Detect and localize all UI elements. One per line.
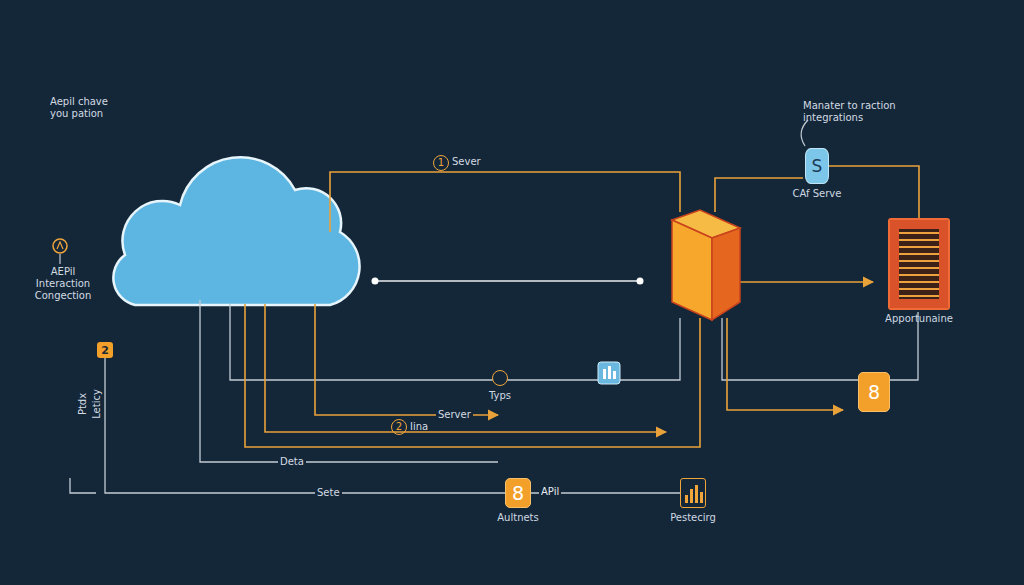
module-bar (608, 366, 611, 379)
cloud-shape (113, 157, 359, 305)
wire-arrow (727, 318, 843, 410)
chart-bar (700, 492, 703, 503)
note-text: Aepil chave you pation (50, 96, 118, 120)
connector (105, 358, 505, 493)
wire (70, 478, 96, 493)
connector (829, 166, 919, 218)
node-caption: Pestecirg (670, 512, 716, 523)
vertical-label: Leticy (91, 389, 103, 419)
number-box: 2 (97, 342, 113, 358)
wire (715, 178, 803, 212)
wire (330, 172, 680, 232)
node-caption: Aultnets (497, 512, 539, 523)
api-icon-mark (57, 242, 63, 249)
wire (200, 300, 498, 462)
vertical-label: Ptdx (77, 393, 89, 415)
leader-line (59, 254, 60, 264)
chart-icon: Pestecirg (680, 478, 706, 508)
type-icon: Typs (492, 370, 508, 386)
node-text: 8 (868, 383, 880, 402)
node-text: S (812, 158, 823, 175)
node-text: 8 (512, 484, 524, 503)
wire-arrow (740, 281, 873, 283)
wire-label: Deta (278, 456, 306, 468)
firewall-front (672, 220, 712, 320)
number-box: 8Aultnets (505, 478, 531, 508)
api-icon (53, 239, 67, 253)
chart-bar (690, 489, 693, 503)
leader-line (801, 120, 808, 146)
wire-arrow (315, 304, 498, 415)
server-rack: Apportunaine (888, 218, 950, 310)
wire (375, 280, 640, 282)
node-caption: Typs (489, 390, 511, 401)
callout-number: 2 (391, 419, 407, 435)
note-text: AEPil Interaction Congection (26, 266, 100, 302)
wire-label: Sever (452, 156, 481, 168)
wire (245, 304, 700, 447)
note-text: Manater to raction integrations (803, 100, 907, 124)
wire-arrow (265, 304, 666, 432)
chart-bar (685, 495, 688, 503)
wire-end-dot (637, 278, 644, 285)
chart-bar (695, 485, 698, 503)
wire-label: Server (436, 409, 473, 421)
module-icon (598, 362, 620, 384)
wire-label: Iina (410, 421, 428, 433)
node-caption: CAf Serve (793, 188, 842, 199)
module-bar (603, 369, 606, 379)
server-icon: SCAf Serve (805, 148, 829, 184)
number-box: 8 (858, 372, 890, 412)
node-text: 2 (101, 345, 109, 356)
callout-number: 1 (433, 155, 449, 171)
wire-end-dot (372, 278, 379, 285)
wire-label: Sete (315, 487, 342, 499)
firewall-side (712, 228, 740, 320)
node-caption: Apportunaine (885, 313, 953, 324)
module-bar (613, 371, 616, 379)
connector-label: APil (539, 486, 561, 498)
